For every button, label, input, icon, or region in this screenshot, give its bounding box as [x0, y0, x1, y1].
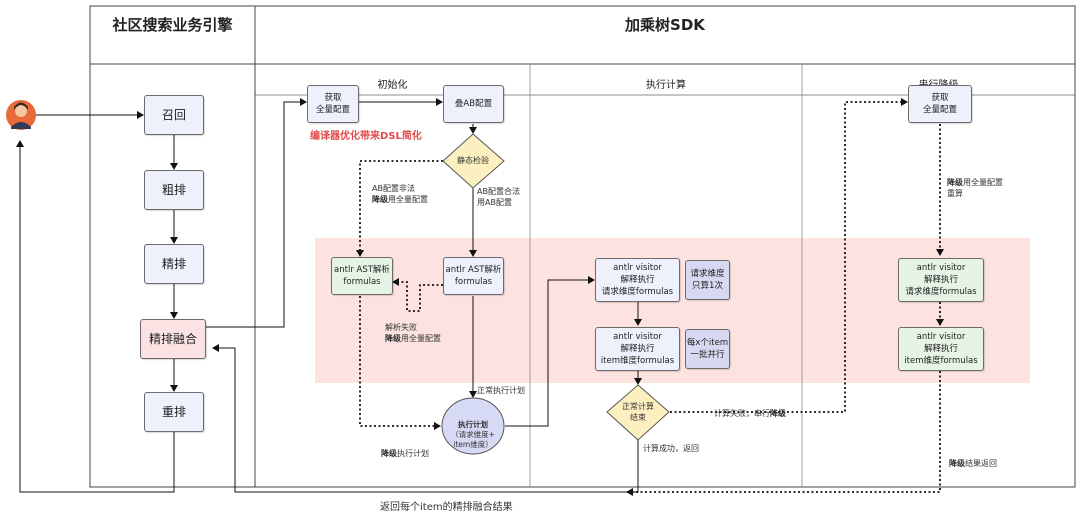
- exec-plan-circle: [441, 397, 505, 455]
- user-avatar: [6, 100, 36, 130]
- outer-frame: [89, 5, 1076, 488]
- fail-note: 计算失败，串行降级: [714, 409, 786, 418]
- exec-plan-label: 执行计划（请求维度+ item维度）: [451, 420, 495, 449]
- static-check-diamond: [442, 133, 505, 189]
- sdk-lane-title: 加乘树SDK: [625, 16, 705, 34]
- success-note: 计算成功，返回: [643, 444, 699, 453]
- fallback-fetch-box: 获取 全量配置: [908, 85, 972, 123]
- bottom-caption: 返回每个item的精排融合结果: [380, 502, 513, 513]
- fallback-visitor-request-box: antlr visitor 解释执行 请求维度formulas: [898, 258, 984, 302]
- fine-rank-box: 精排: [144, 244, 204, 284]
- recompute-note: 降级用全量配置 重算: [947, 178, 1003, 198]
- parse-right-box: antlr AST解析 formulas: [443, 257, 504, 295]
- item-note-box: 每x个item 一批并行: [685, 329, 730, 369]
- engine-lane-title: 社区搜索业务引擎: [112, 16, 233, 34]
- fallback-plan-note: 降级执行计划: [381, 449, 429, 458]
- normal-done-diamond: [606, 384, 670, 441]
- fallback-result-note: 降级结果返回: [949, 459, 997, 468]
- static-check-label: 静态检验: [457, 156, 489, 165]
- fallback-visitor-item-box: antlr visitor 解释执行 item维度formulas: [898, 327, 984, 371]
- visitor-request-box: antlr visitor 解释执行 请求维度formulas: [595, 258, 680, 302]
- parse-fail-note: 解析失败降级用全量配置: [385, 323, 441, 343]
- overlay-ab-box: 叠AB配置: [443, 85, 504, 123]
- request-note-box: 请求维度 只算1次: [685, 260, 730, 300]
- coarse-rank-box: 粗排: [144, 170, 204, 210]
- compiler-note: 编译器优化带来DSL简化: [310, 131, 422, 142]
- phase-init-title: 初始化: [377, 80, 408, 91]
- ab-valid-note: AB配置合法 用AB配置: [477, 187, 520, 207]
- normal-plan-note: 正常执行计划: [477, 386, 525, 395]
- visitor-item-box: antlr visitor 解释执行 item维度formulas: [595, 327, 680, 371]
- fusion-box: 精排融合: [140, 319, 206, 359]
- rerank-box: 重排: [144, 392, 204, 432]
- recall-box: 召回: [144, 95, 204, 135]
- ab-invalid-note: AB配置非法降级用全量配置: [372, 184, 428, 204]
- phase-exec-title: 执行计算: [646, 80, 686, 91]
- fetch-config-box: 获取 全量配置: [307, 85, 359, 123]
- parse-left-box: antlr AST解析 formulas: [331, 257, 393, 295]
- normal-done-label: 正常计算 结束: [622, 402, 654, 422]
